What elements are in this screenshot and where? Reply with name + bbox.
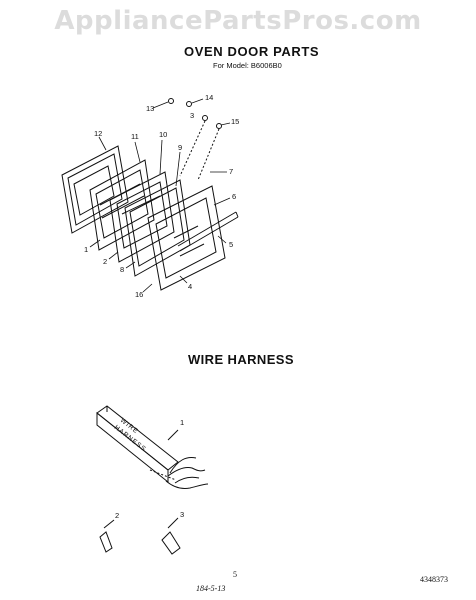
harness-callout-2: 2 xyxy=(115,511,119,520)
door-handle-5 xyxy=(177,211,239,252)
callout-10: 10 xyxy=(159,130,167,139)
callout-1: 1 xyxy=(84,245,88,254)
callout-8: 8 xyxy=(120,265,124,274)
door-panel-11 xyxy=(89,159,155,251)
section-title-wire-harness: WIRE HARNESS xyxy=(188,352,294,367)
callout-12: 12 xyxy=(94,129,102,138)
site-watermark: AppliancePartsPros.com xyxy=(54,6,422,36)
harness-callout-3: 3 xyxy=(180,510,184,519)
door-front-glass-4 xyxy=(147,185,226,291)
callout-6: 6 xyxy=(232,192,236,201)
callout-5: 5 xyxy=(229,240,233,249)
callout-9: 9 xyxy=(178,143,182,152)
callout-15: 15 xyxy=(231,117,239,126)
hinge-screws xyxy=(168,98,222,181)
callout-11: 11 xyxy=(131,132,139,141)
door-panel-10 xyxy=(109,171,175,263)
door-panel-12 xyxy=(61,145,129,234)
callout-16: 16 xyxy=(135,290,143,299)
page-number: 5 xyxy=(233,570,237,579)
document-number: 4348373 xyxy=(420,575,448,584)
callout-14: 14 xyxy=(205,93,213,102)
model-subtitle: For Model: B6006B0 xyxy=(213,61,282,70)
handwritten-note: 184-5-13 xyxy=(196,584,226,593)
callout-13: 13 xyxy=(146,104,154,113)
callout-3: 3 xyxy=(190,111,194,120)
wire-harness-drawing xyxy=(96,405,209,555)
section-title-oven-door-parts: OVEN DOOR PARTS xyxy=(184,44,320,59)
harness-callout-1: 1 xyxy=(180,418,184,427)
callout-4: 4 xyxy=(188,282,192,291)
callout-7: 7 xyxy=(229,167,233,176)
callout-2: 2 xyxy=(103,257,107,266)
